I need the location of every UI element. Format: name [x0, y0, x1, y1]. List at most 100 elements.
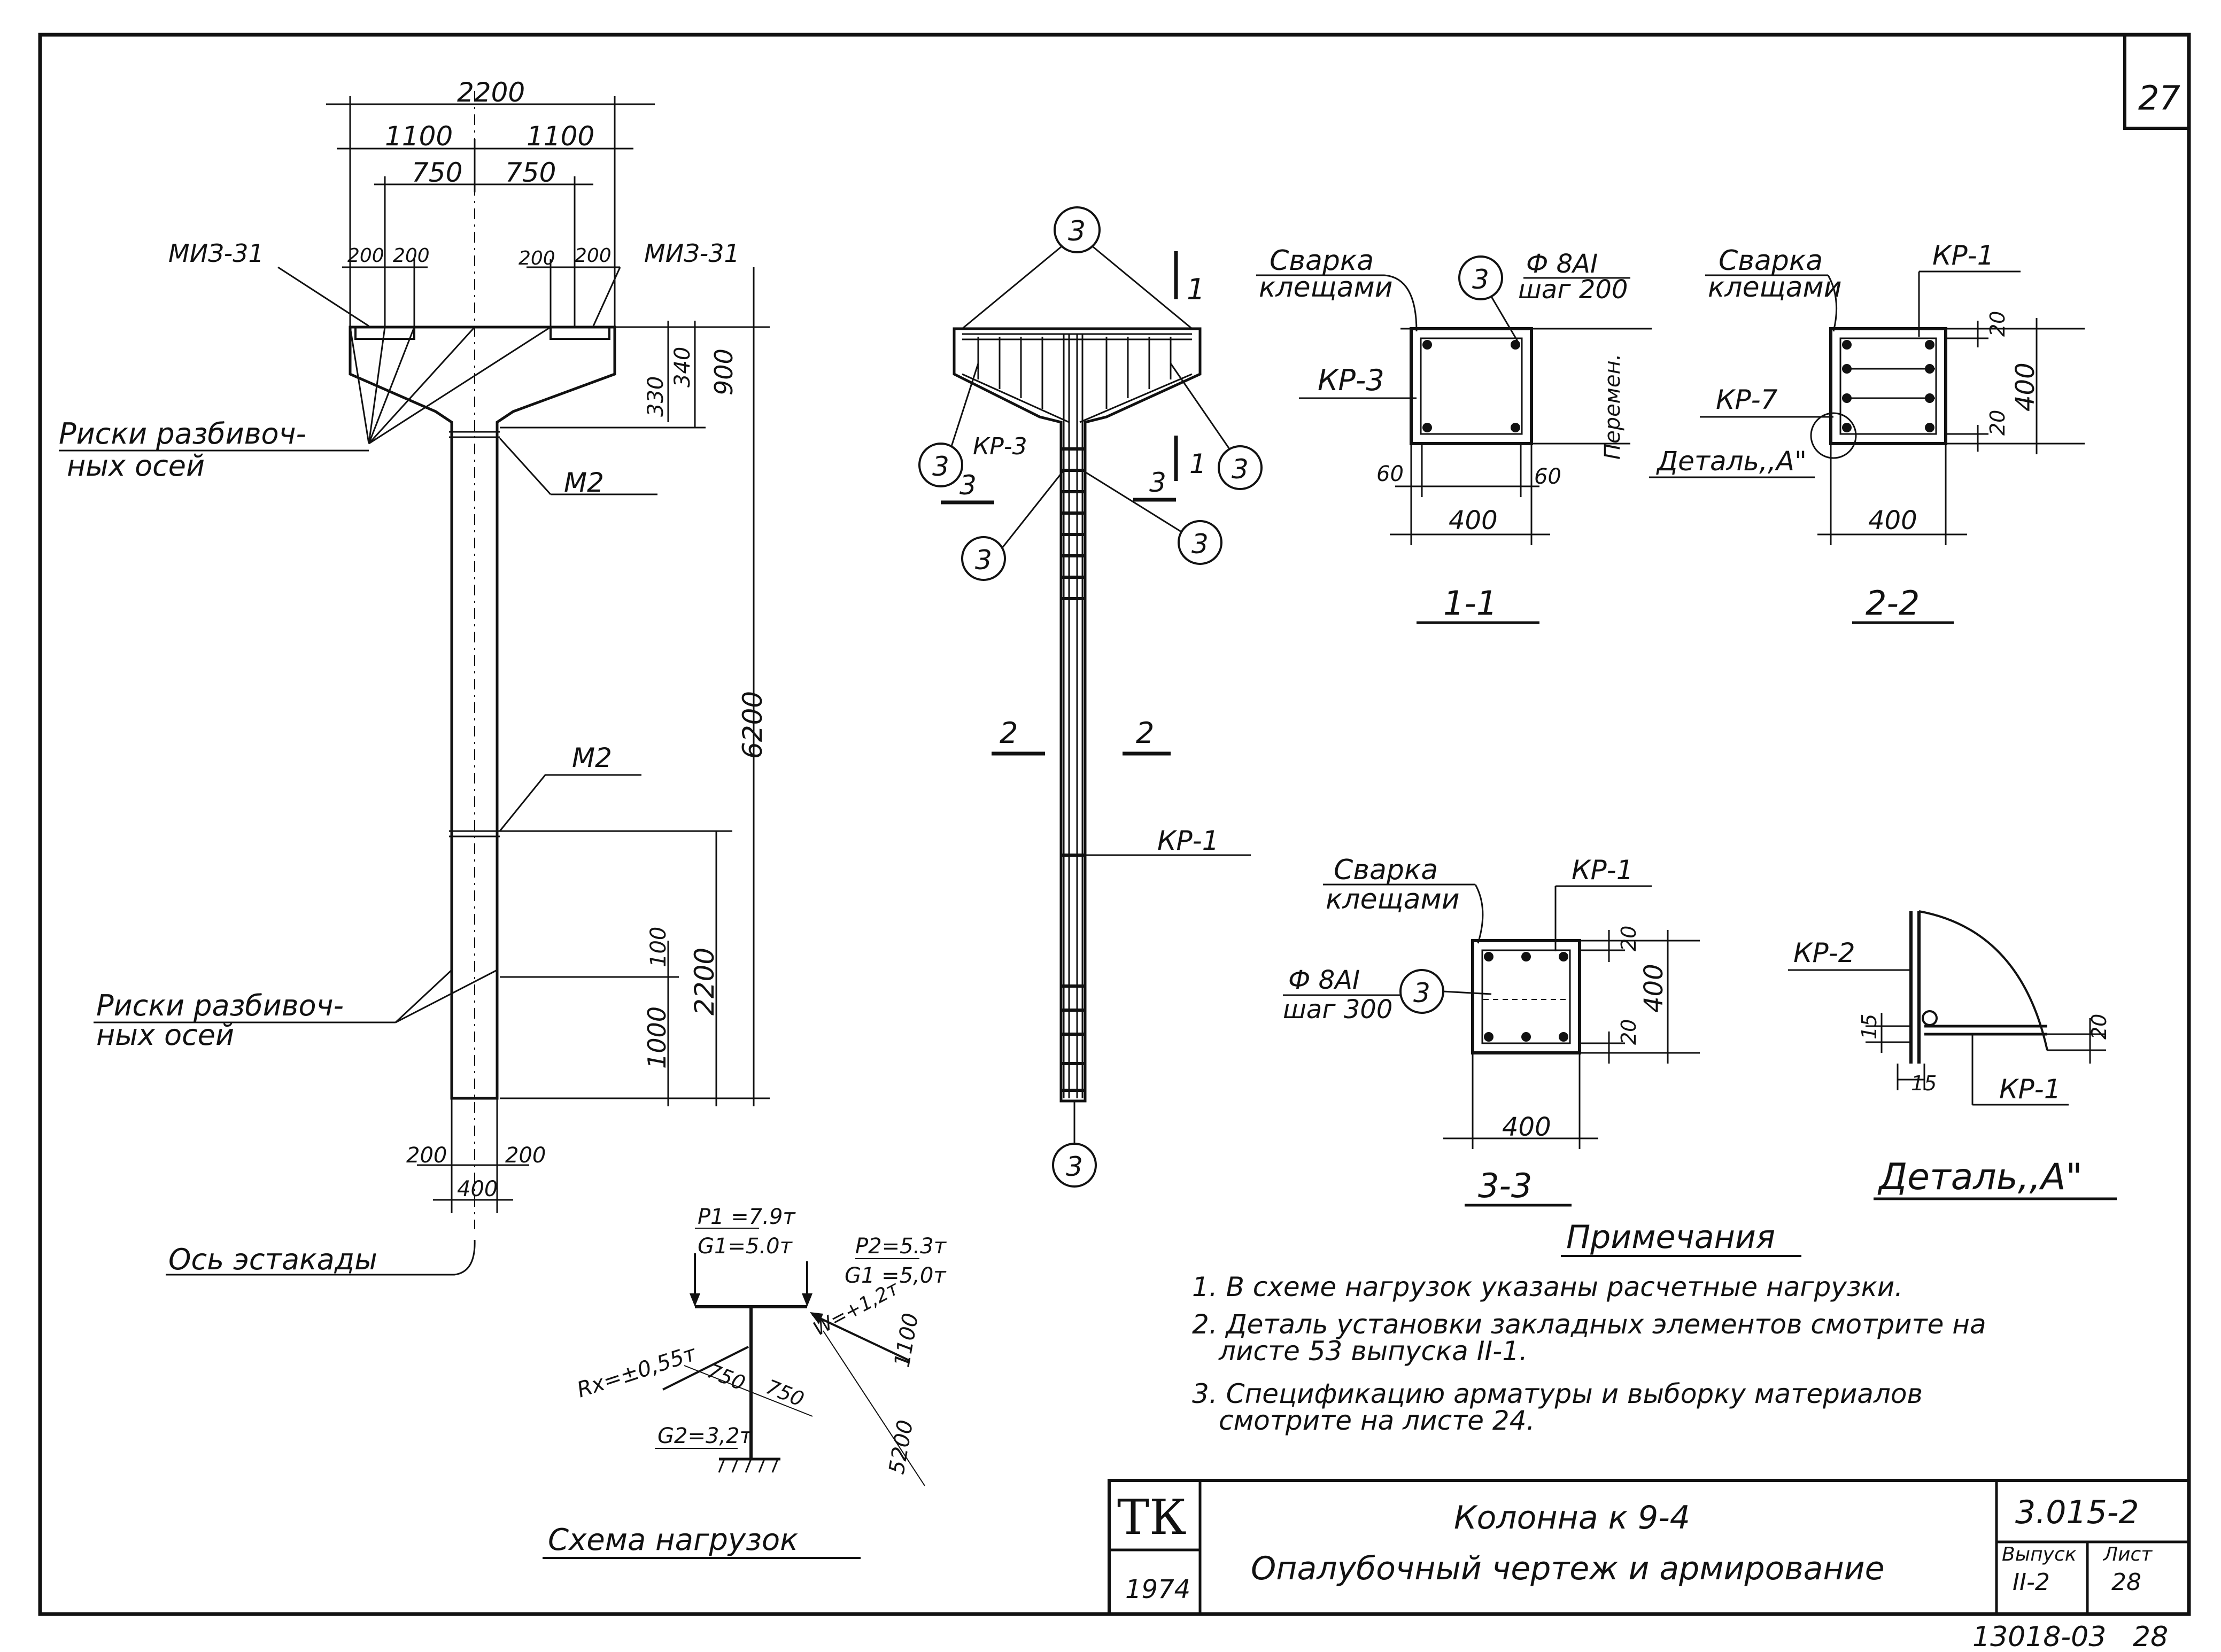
load-p1: P1 =7.9т [698, 1205, 796, 1229]
dim-330: 330 [644, 376, 668, 417]
stirrups [1061, 447, 1085, 1092]
marks-low-line1: Риски разбивоч- [96, 989, 344, 1022]
issue-value: II-2 [2013, 1569, 2050, 1596]
load-rx: Rx=±0,55т [574, 1341, 700, 1403]
kr3-label: КР-3 [973, 433, 1027, 460]
dim-20: 20 [2087, 1014, 2111, 1040]
callout-leaders [950, 363, 1231, 548]
weld-label: Сварка [1334, 854, 1438, 886]
section-title: 2-2 [1866, 584, 1920, 623]
scheme-hatch [718, 1459, 779, 1473]
section-3-right: 3 [1149, 467, 1166, 498]
note-2a: 2. Деталь установки закладных элементов … [1192, 1309, 1986, 1340]
m2-label-top: М2 [564, 467, 604, 498]
bar-dot [1842, 364, 1852, 374]
dim-200-l2: 200 [393, 245, 430, 267]
marks-top-leaders [349, 326, 551, 445]
bar-dot [1925, 364, 1934, 374]
marks-low-leader1 [394, 969, 453, 1023]
note-2b: листе 53 выпуска II-1. [1218, 1336, 1528, 1367]
axis-label: Ось эстакады [168, 1243, 377, 1276]
sheet-value: 28 [2111, 1569, 2141, 1596]
load-g2: G2=3,2т [657, 1424, 753, 1448]
dim-200-r2: 200 [575, 245, 612, 267]
marks-top-line2: ных осей [67, 449, 205, 483]
dim-1100: 1100 [890, 1311, 924, 1369]
dim-60-right: 60 [1534, 464, 1561, 489]
marks-low-leader2 [395, 969, 498, 1023]
bar-dot [1422, 340, 1432, 350]
weld-leader [1384, 274, 1418, 332]
corner-number-box [2123, 33, 2191, 130]
bar-dot [1521, 1032, 1531, 1042]
notes-title: Примечания [1566, 1219, 1775, 1256]
dims [1443, 930, 1700, 1149]
load-p2-head [802, 1293, 812, 1307]
bar-dot [1484, 952, 1493, 961]
axis-leader [166, 1239, 476, 1276]
dim-100: 100 [646, 927, 671, 967]
callout-3-right-lower-text: 3 [1191, 529, 1209, 560]
callout-3-top-text: 3 [1068, 215, 1086, 247]
dims [1390, 328, 1652, 545]
section-2-right: 2 [1136, 716, 1154, 750]
kr3-label: КР-3 [1318, 363, 1384, 397]
dims [1817, 318, 2085, 545]
weld-leader [1827, 275, 1838, 332]
drawing-name: Колонна к 9-4 [1454, 1499, 1690, 1537]
dim-15-vertical: 15 [1858, 1014, 1881, 1040]
m2-label-mid: М2 [572, 742, 612, 773]
column-outline [349, 325, 616, 1100]
marks-low-line2: ных осей [96, 1018, 234, 1052]
bar-dot [1925, 340, 1934, 350]
section-2-left: 2 [1000, 716, 1018, 750]
bottom-code: 13018-03 [1972, 1621, 2106, 1652]
dim-1100-right: 1100 [527, 121, 594, 152]
dim-200-r1: 200 [519, 247, 555, 269]
callout-3-bottom-text: 3 [1066, 1151, 1083, 1182]
side-variable: Перемен. [1600, 354, 1625, 460]
section-2-2-stirrup [1839, 337, 1937, 435]
drawing-subtitle: Опалубочный чертеж и армирование [1251, 1550, 1885, 1587]
bar-pitch: шаг 200 [1518, 275, 1628, 305]
section-title: 1-1 [1443, 584, 1497, 623]
callout-3-text: 3 [1413, 978, 1430, 1009]
detail-break-curve [1918, 910, 2048, 1051]
embed-leader-right [592, 267, 621, 327]
dim-base-200-right: 200 [505, 1143, 546, 1168]
bar-dot [1422, 423, 1432, 432]
top-dimensions [326, 96, 655, 327]
dim-2200-low: 2200 [689, 948, 720, 1015]
year: 1974 [1125, 1575, 1190, 1604]
load-w-arrow [812, 1314, 909, 1361]
bar-dot [1925, 393, 1934, 403]
tk-logo: ТК [1117, 1490, 1187, 1546]
load-scheme: P1 =7.9т G1=5.0т P2=5.3т G1 =5,0т W=+1,2… [543, 1205, 947, 1559]
bar-pitch: шаг 300 [1283, 995, 1392, 1025]
title-block: ТК 1974 Колонна к 9-4 Опалубочный чертеж… [1108, 1479, 2191, 1616]
base-dimensions [417, 1098, 529, 1213]
bar-spec: Ф 8АI [1288, 965, 1360, 995]
reinforcement-elevation: 3 3 3 3 3 3 КР-3 КР-1 1 1 3 3 2 [918, 206, 1263, 1188]
dim-20-bottom: 20 [1617, 1019, 1640, 1045]
sheet-frame [38, 33, 2191, 1616]
dim-6200: 6200 [737, 691, 768, 759]
callout-3-right-upper [1218, 445, 1263, 490]
callout-3-left-upper [918, 443, 963, 487]
dim-900: 900 [709, 348, 738, 395]
dim-base-200-left: 200 [406, 1143, 447, 1168]
dim-60-left: 60 [1376, 462, 1404, 486]
weld-label: Сварка [1719, 245, 1823, 277]
bar-dot [1484, 1032, 1493, 1042]
dim-200-l1: 200 [347, 245, 384, 267]
dim-400: 400 [1449, 506, 1498, 536]
callout-3-top [1054, 206, 1101, 253]
issue-label: Выпуск [2002, 1544, 2077, 1565]
dim-2200: 2200 [457, 77, 525, 108]
kr1-label: КР-1 [1932, 240, 1994, 271]
dim-400-vertical: 400 [1639, 964, 1669, 1013]
bar-dot [1925, 423, 1934, 432]
dim-20-top: 20 [1617, 926, 1640, 951]
bar-dot [1559, 1032, 1568, 1042]
load-w-head [810, 1312, 823, 1324]
